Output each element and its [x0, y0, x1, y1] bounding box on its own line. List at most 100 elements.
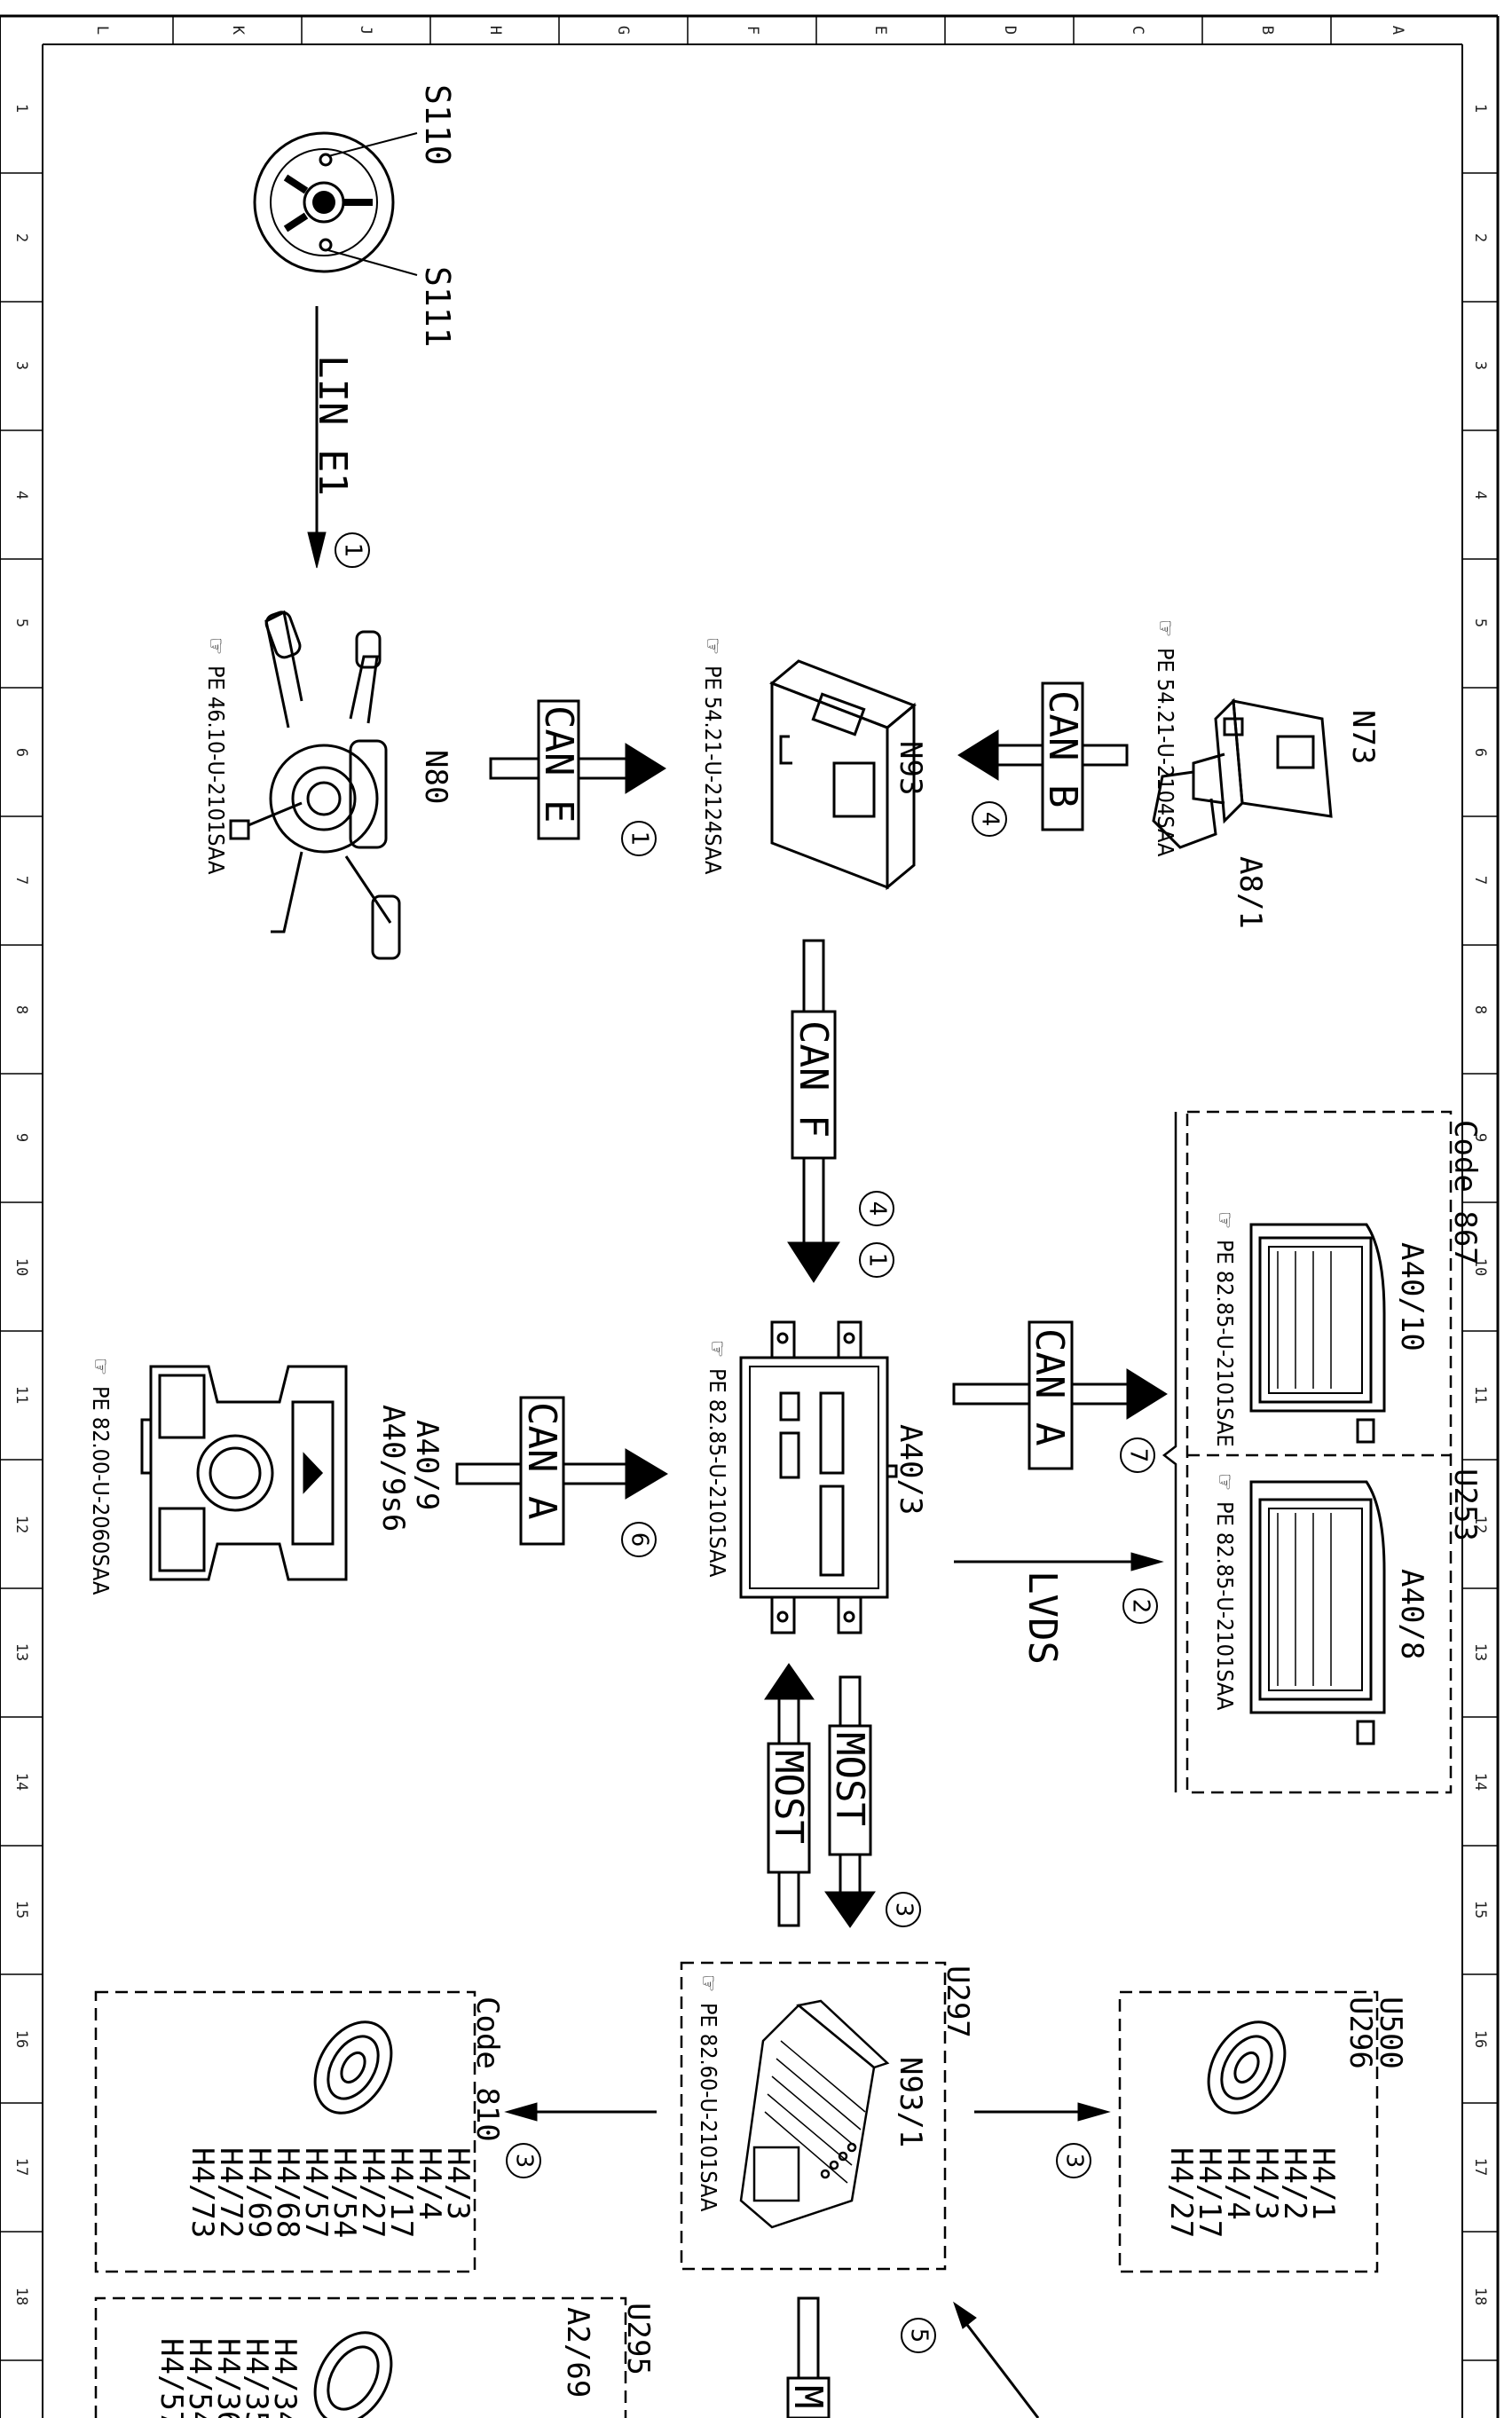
grid-row-18-left: 18	[12, 2288, 30, 2305]
grid-row-2-left: 2	[12, 233, 30, 242]
list-item: H4/54	[327, 2147, 362, 2238]
bottom-speaker-list: H4/34 H4/35 H4/36 H4/54 H4/57	[154, 2338, 303, 2418]
grid-row-8-left: 8	[12, 1005, 30, 1014]
grid-row-4-left: 4	[12, 491, 30, 500]
label-u253: U253	[1447, 1469, 1483, 1541]
marker-canf-b: 1	[859, 1242, 894, 1278]
label-u296: U296	[1343, 1997, 1378, 2069]
right-speaker-box	[1118, 1990, 1379, 2273]
grid-row-6-left: 6	[12, 748, 30, 757]
right-speaker-list: H4/1 H4/2 H4/3 H4/4 H4/17 H4/27	[1163, 2147, 1341, 2238]
list-item: H4/57	[298, 2147, 334, 2238]
grid-row-12-left: 12	[12, 1516, 30, 1533]
speaker-icon	[313, 2020, 393, 2115]
marker-canf-a: 4	[859, 1191, 894, 1226]
list-item: H4/69	[241, 2147, 277, 2238]
grid-col-G: G	[614, 26, 632, 35]
steering-wheel-icon	[253, 131, 418, 276]
grid-row-labels: 1 1 2 2 3 3 4 4 5 5 6 6 7 7 8 8 9 9 10 1…	[12, 104, 1489, 2305]
central-gateway-icon	[769, 659, 917, 891]
grid-col-J: J	[357, 26, 374, 35]
speaker-icon	[1207, 2020, 1287, 2115]
svg-text:2: 2	[1128, 1599, 1154, 1614]
grid-col-K: K	[229, 26, 247, 35]
svg-text:PE 46.10-U-2101SAA: PE 46.10-U-2101SAA	[203, 666, 229, 875]
svg-text:1: 1	[340, 543, 366, 558]
svg-text:PE 82.85-U-2101SAA: PE 82.85-U-2101SAA	[1212, 1501, 1238, 1711]
display-a40-8-icon	[1249, 1480, 1386, 1745]
hand-icon: ☞	[696, 1974, 721, 1992]
left-speaker-list: H4/3 H4/4 H4/17 H4/27 H4/54 H4/57 H4/68 …	[185, 2147, 476, 2238]
label-a40-3: A40/3	[893, 1424, 928, 1515]
grid-col-H: H	[486, 26, 504, 35]
svg-text:5: 5	[906, 2328, 933, 2343]
left-speaker-box	[94, 1990, 476, 2273]
list-item: H4/4	[1220, 2147, 1256, 2220]
grid-row-17-left: 17	[12, 2158, 30, 2176]
label-most-up: MOST	[766, 1750, 811, 1844]
grid-row-10-right: 10	[1471, 1258, 1489, 1276]
list-item: H4/27	[355, 2147, 390, 2238]
grid-row-9-left: 9	[12, 1133, 30, 1142]
marker-most: 3	[886, 1892, 921, 1927]
can-a-left-bus	[455, 1396, 668, 1546]
label-n73: N73	[1345, 710, 1381, 764]
amplifier-icon	[739, 1999, 890, 2229]
marker-cana-right: 7	[1120, 1437, 1155, 1473]
grid-row-13-left: 13	[12, 1643, 30, 1661]
label-lvds: LVDS	[1020, 1571, 1065, 1665]
most-down-bus	[824, 1675, 876, 1928]
label-most-down: MOST	[827, 1732, 872, 1826]
svg-text:1: 1	[864, 1253, 891, 1268]
grid-row-10-left: 10	[12, 1258, 30, 1276]
grid-row-5-right: 5	[1471, 618, 1489, 627]
hand-icon: ☞	[203, 637, 229, 655]
steering-column-module-icon	[229, 610, 401, 960]
arrow-to-left-speakers	[504, 2102, 657, 2122]
list-item: H4/17	[1192, 2147, 1227, 2238]
drawing-frame	[0, 14, 1500, 2418]
grid-col-A: A	[1389, 26, 1406, 35]
ignition-switch-icon	[1152, 697, 1333, 849]
list-item: H4/57	[154, 2338, 189, 2418]
label-a2-69: A2/69	[560, 2307, 595, 2398]
label-u500: U500	[1373, 1997, 1408, 2069]
grid-col-F: F	[744, 26, 761, 35]
can-e-bus	[489, 699, 666, 840]
grid-row-14-left: 14	[12, 1773, 30, 1791]
svg-text:PE 82.00-U-2060SAA: PE 82.00-U-2060SAA	[88, 1386, 114, 1595]
svg-text:3: 3	[1061, 2154, 1088, 2169]
grid-row-1-right: 1	[1471, 104, 1489, 113]
list-item: H4/34	[267, 2338, 303, 2418]
svg-text:7: 7	[1125, 1448, 1152, 1463]
pe-ref-a40-10: ☞ PE 82.85-U-2101SAE	[1212, 1211, 1238, 1447]
amplifier-group-box	[680, 1961, 947, 2271]
grid-row-11-left: 11	[12, 1386, 30, 1404]
svg-text:3: 3	[891, 1902, 917, 1918]
grid-row-16-right: 16	[1471, 2030, 1489, 2048]
hand-icon: ☞	[1212, 1211, 1238, 1229]
grid-row-17-right: 17	[1471, 2158, 1489, 2176]
label-a40-9s6: A40/9s6	[375, 1405, 411, 1532]
grid-row-8-right: 8	[1471, 1005, 1489, 1014]
grid-row-12-right: 12	[1471, 1516, 1489, 1533]
svg-text:PE 82.60-U-2101SAA: PE 82.60-U-2101SAA	[696, 2003, 721, 2212]
grid-row-15-right: 15	[1471, 1901, 1489, 1918]
comand-unit-icon	[739, 1320, 898, 1634]
grid-row-18-right: 18	[1471, 2288, 1489, 2305]
list-item: H4/72	[213, 2147, 248, 2238]
grid-row-4-right: 4	[1471, 491, 1489, 500]
grid-row-14-right: 14	[1471, 1773, 1489, 1791]
grid-col-B: B	[1258, 26, 1276, 35]
marker-left: 3	[506, 2143, 541, 2178]
label-can-a-right: CAN A	[1027, 1328, 1072, 1445]
pe-ref-n73: ☞ PE 54.21-U-2104SAA	[1153, 619, 1178, 857]
marker-cana-left: 6	[621, 1522, 657, 1557]
list-item: H4/73	[185, 2147, 220, 2238]
display-group-box	[1185, 1110, 1453, 1794]
grid-column-labels: L K J H G F E D C B A	[93, 26, 1406, 35]
most-up-bus	[764, 1663, 815, 1927]
marker-canb: 4	[972, 801, 1007, 837]
list-item: H4/17	[383, 2147, 419, 2238]
bottom-speaker-box	[94, 2296, 627, 2418]
